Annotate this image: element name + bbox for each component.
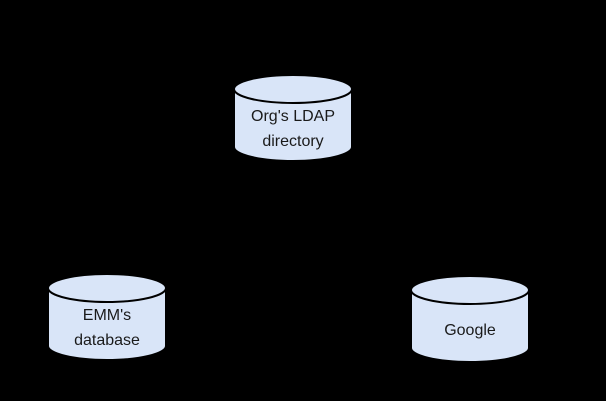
cylinder-top: [410, 275, 530, 305]
node-google: Google: [410, 275, 530, 363]
node-emms-database: EMM's database: [47, 273, 167, 361]
node-label: Google: [414, 304, 526, 356]
cylinder-top: [47, 273, 167, 303]
database-cylinder-icon: [47, 273, 167, 361]
database-cylinder-icon: [233, 74, 353, 162]
node-label-line: Org's LDAP: [251, 108, 335, 125]
database-cylinder-icon: [410, 275, 530, 363]
node-label-line: database: [74, 332, 140, 349]
node-label-line: EMM's: [82, 307, 132, 324]
cylinder-top: [233, 74, 353, 104]
node-orgs-ldap-directory: Org's LDAP directory: [233, 74, 353, 162]
node-label: Org's LDAP directory: [237, 103, 349, 155]
node-label: EMM's database: [51, 302, 163, 354]
node-label-line: directory: [262, 133, 324, 150]
node-label-line: Google: [444, 321, 496, 339]
